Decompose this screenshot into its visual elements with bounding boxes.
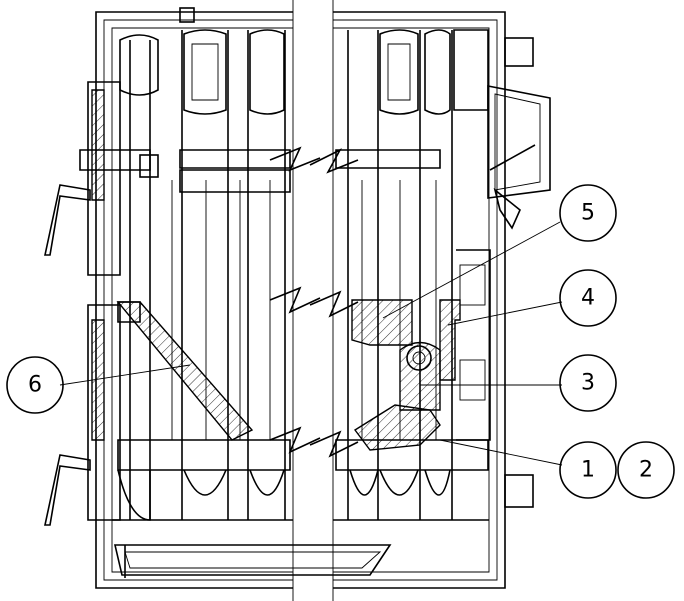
part-3-pivot <box>399 341 441 411</box>
callout-3: 3 <box>559 354 617 412</box>
part-5-block <box>351 299 413 346</box>
grate-6 <box>116 301 254 441</box>
callout-1: 1 <box>559 441 617 499</box>
callout-2: 2 <box>617 441 675 499</box>
part-4-plate <box>439 299 461 381</box>
callout-6-label: 6 <box>28 373 42 398</box>
leader-lines <box>59 221 563 466</box>
callout-1-label: 1 <box>581 458 595 483</box>
bottom-header <box>112 439 489 521</box>
left-doors <box>44 81 159 526</box>
top-header <box>119 7 489 193</box>
right-fittings <box>456 37 551 508</box>
callout-4: 4 <box>559 269 617 327</box>
callout-5: 5 <box>559 184 617 242</box>
outer-frame-left <box>95 11 293 589</box>
callout-5-label: 5 <box>581 201 595 226</box>
outer-frame-right <box>333 11 506 589</box>
ash-pan <box>113 544 392 578</box>
callout-2-label: 2 <box>639 458 653 483</box>
part-1-lever <box>353 404 441 451</box>
callout-3-label: 3 <box>581 371 595 396</box>
callout-4-label: 4 <box>581 286 595 311</box>
callout-6: 6 <box>6 356 64 414</box>
